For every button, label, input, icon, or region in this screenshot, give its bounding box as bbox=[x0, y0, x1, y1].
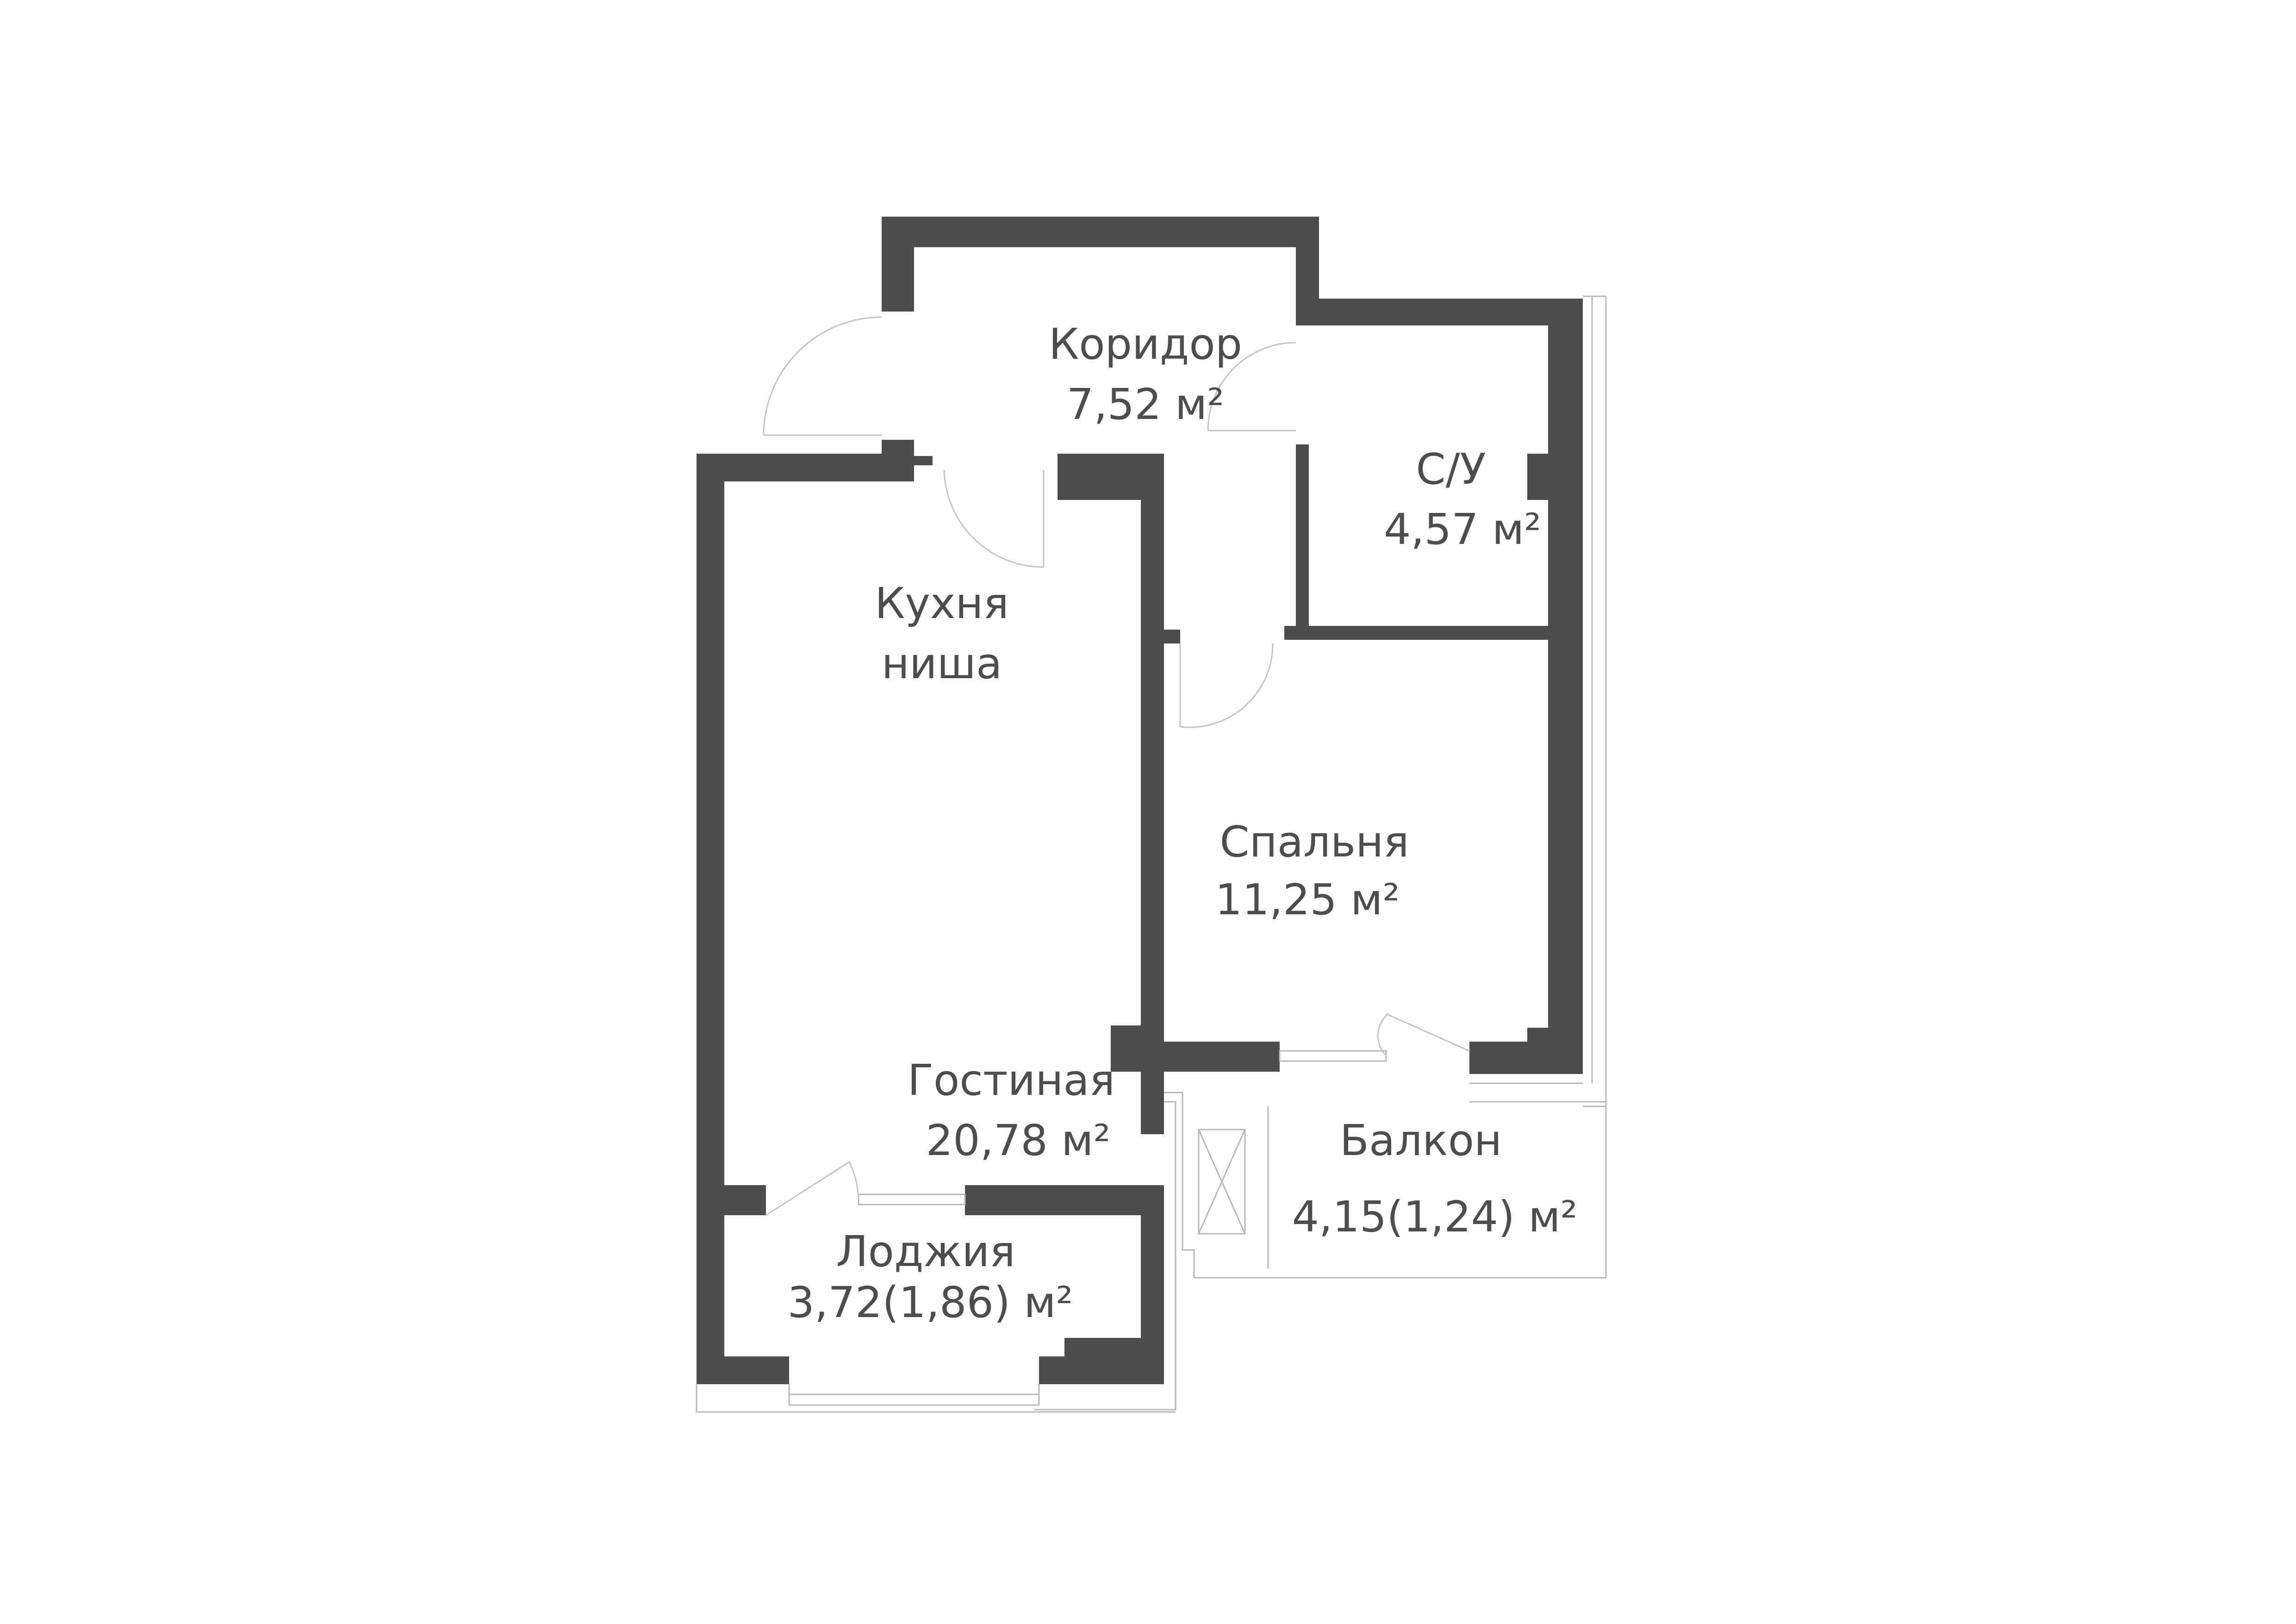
room-area-spalnya: 11,25 м² bbox=[1215, 875, 1400, 924]
room-area-balkon: 4,15(1,24) м² bbox=[1292, 1192, 1577, 1242]
room-name-gostinaya: Гостиная bbox=[908, 1056, 1115, 1105]
thin-outlines bbox=[696, 295, 1607, 1413]
walls bbox=[697, 217, 1583, 1384]
room-name2-kuhnya: ниша bbox=[882, 639, 1002, 688]
room-name-kuhnya: Кухня bbox=[875, 579, 1009, 628]
room-area-gostinaya: 20,78 м² bbox=[926, 1116, 1111, 1165]
room-area-su: 4,57 м² bbox=[1384, 505, 1541, 554]
door-swings bbox=[763, 316, 1470, 1216]
room-name-lodzhiya: Лоджия bbox=[836, 1227, 1015, 1276]
room-area-lodzhiya: 3,72(1,86) м² bbox=[787, 1278, 1073, 1327]
room-name-su: С/У bbox=[1416, 444, 1486, 494]
room-name-balkon: Балкон bbox=[1340, 1116, 1502, 1165]
room-name-spalnya: Спальня bbox=[1220, 817, 1409, 867]
room-name-koridor: Коридор bbox=[1049, 319, 1242, 369]
room-area-koridor: 7,52 м² bbox=[1067, 380, 1224, 429]
room-labels: Коридор 7,52 м² С/У 4,57 м² Кухня ниша С… bbox=[787, 319, 1577, 1327]
